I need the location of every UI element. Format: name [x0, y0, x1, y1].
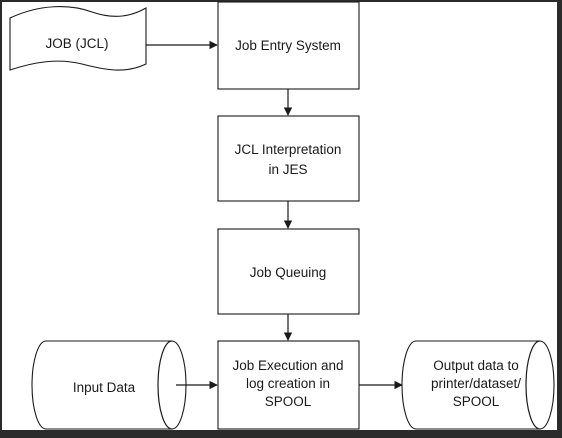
node-label-line: SPOOL — [453, 394, 500, 409]
node-label: Output data to printer/dataset/SPOOL — [431, 358, 521, 409]
node-input-data: Input Data — [31, 340, 187, 430]
process-box — [217, 1, 360, 90]
node-label-line: JCL Interpretation — [235, 142, 342, 157]
node-label-line: Job Execution and — [232, 358, 343, 373]
node-output-data: Output data to printer/dataset/SPOOL — [401, 340, 555, 430]
node-label: Job Queuing — [250, 265, 327, 280]
node-label-line: SPOOL — [265, 394, 312, 409]
node-label-line: Input Data — [73, 380, 136, 395]
node-job-execution: Job Execution and log creation in SPOOL — [217, 340, 360, 430]
node-jcl-interpretation: JCL Interpretation in JES — [217, 115, 360, 202]
node-label-line: Job Queuing — [250, 265, 327, 280]
node-label-line: log creation in — [246, 376, 330, 391]
node-label-line: Output data to — [433, 358, 519, 373]
node-job-queuing: Job Queuing — [217, 228, 360, 315]
node-label: Job Execution and log creation in SPOOL — [232, 358, 343, 409]
storage-shape-curve — [157, 340, 173, 430]
node-label: JCL Interpretation in JES — [235, 142, 342, 177]
tape-shape — [9, 6, 147, 71]
node-label: Job Entry System — [235, 38, 341, 53]
node-label-line: JOB (JCL) — [45, 36, 108, 51]
node-label: Input Data — [73, 380, 136, 395]
node-job-jcl: JOB (JCL) — [9, 6, 147, 71]
node-label-line: printer/dataset/ — [431, 376, 521, 391]
storage-shape-curve — [525, 340, 541, 430]
node-label-line: in JES — [268, 162, 307, 177]
node-label: JOB (JCL) — [45, 36, 108, 51]
process-box — [217, 340, 360, 430]
node-job-entry-system: Job Entry System — [217, 1, 360, 90]
process-box — [217, 115, 360, 202]
node-label-line: Job Entry System — [235, 38, 341, 53]
